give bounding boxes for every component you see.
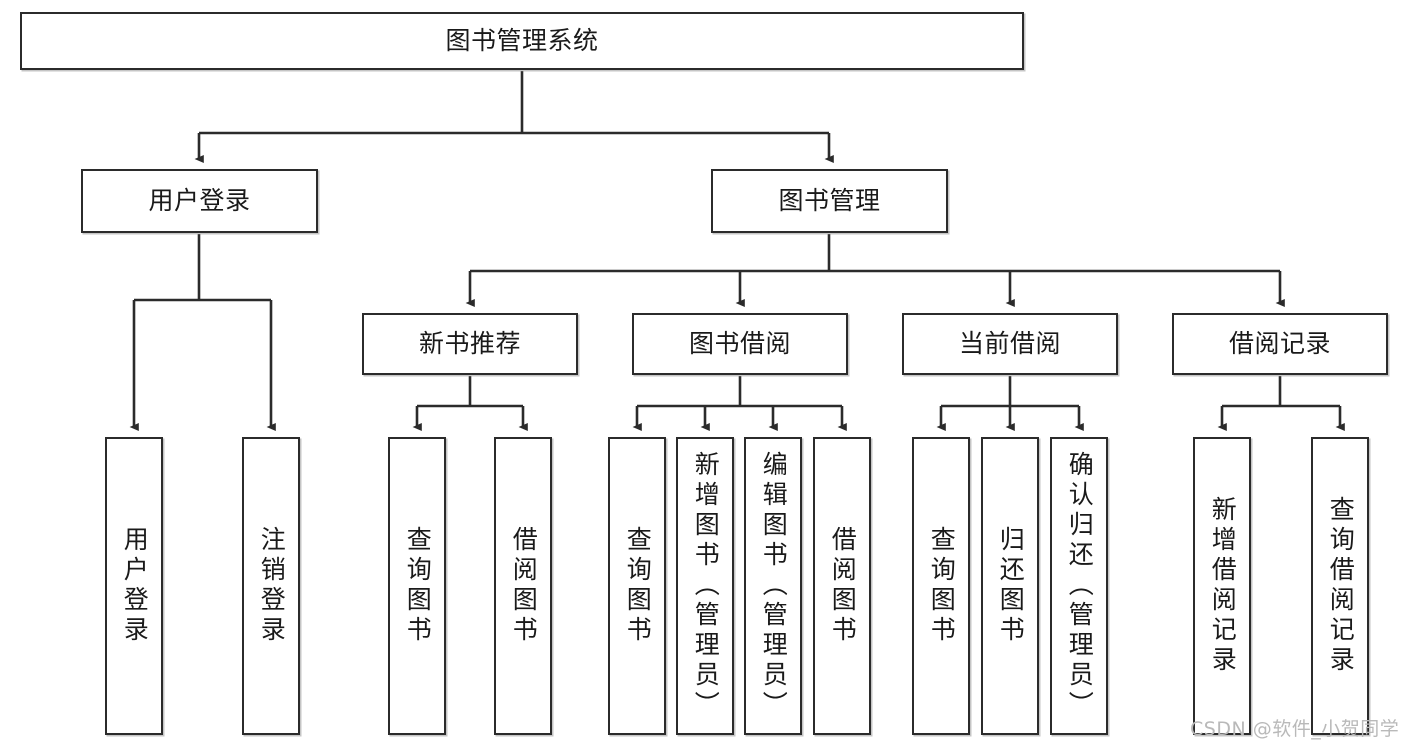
node-label: 归还图书 xyxy=(996,526,1026,646)
node-label: 查询图书 xyxy=(927,526,957,646)
node-borrow-record[interactable]: 借阅记录 xyxy=(1172,313,1388,375)
node-label: 查询图书 xyxy=(623,526,653,646)
leaf-borrow-record-add-record[interactable]: 新增借阅记录 xyxy=(1193,437,1251,735)
leaf-new-book-borrow-book[interactable]: 借阅图书 xyxy=(494,437,552,735)
leaf-book-borrow-add-book-admin[interactable]: 新增图书（管理员） xyxy=(676,437,734,735)
node-label: 用户登录 xyxy=(148,186,251,216)
leaf-book-borrow-edit-book-admin[interactable]: 编辑图书（管理员） xyxy=(744,437,802,735)
leaf-new-book-query-book[interactable]: 查询图书 xyxy=(388,437,446,735)
node-label: 新增借阅记录 xyxy=(1208,496,1238,676)
leaf-borrow-record-query-record[interactable]: 查询借阅记录 xyxy=(1311,437,1369,735)
node-label: 借阅记录 xyxy=(1228,329,1331,359)
leaf-current-borrow-confirm-return-admin[interactable]: 确认归还（管理员） xyxy=(1050,437,1108,735)
node-root-system[interactable]: 图书管理系统 xyxy=(20,12,1024,70)
node-label: 注销登录 xyxy=(257,526,287,646)
node-label: 查询图书 xyxy=(403,526,433,646)
node-label: 新书推荐 xyxy=(418,329,521,359)
node-book-management[interactable]: 图书管理 xyxy=(711,169,948,233)
node-label: 查询借阅记录 xyxy=(1326,496,1356,676)
node-label: 图书管理 xyxy=(778,186,881,216)
node-label: 图书管理系统 xyxy=(445,26,599,56)
node-label: 确认归还（管理员） xyxy=(1065,451,1095,721)
node-label: 用户登录 xyxy=(120,526,150,646)
node-label: 图书借阅 xyxy=(688,329,791,359)
node-label: 当前借阅 xyxy=(958,329,1061,359)
leaf-current-borrow-return-book[interactable]: 归还图书 xyxy=(981,437,1039,735)
leaf-current-borrow-query-book[interactable]: 查询图书 xyxy=(912,437,970,735)
node-book-borrow[interactable]: 图书借阅 xyxy=(632,313,848,375)
node-label: 借阅图书 xyxy=(509,526,539,646)
node-current-borrow[interactable]: 当前借阅 xyxy=(902,313,1118,375)
node-new-book-recommend[interactable]: 新书推荐 xyxy=(362,313,578,375)
node-user-login[interactable]: 用户登录 xyxy=(81,169,318,233)
leaf-user-login-login[interactable]: 用户登录 xyxy=(105,437,163,735)
node-label: 编辑图书（管理员） xyxy=(759,451,789,721)
watermark: CSDN @软件_小贺同学 xyxy=(1190,718,1400,740)
node-label: 新增图书（管理员） xyxy=(691,451,721,721)
leaf-user-login-logout[interactable]: 注销登录 xyxy=(242,437,300,735)
leaf-book-borrow-query-book[interactable]: 查询图书 xyxy=(608,437,666,735)
leaf-book-borrow-borrow-book[interactable]: 借阅图书 xyxy=(813,437,871,735)
node-label: 借阅图书 xyxy=(828,526,858,646)
